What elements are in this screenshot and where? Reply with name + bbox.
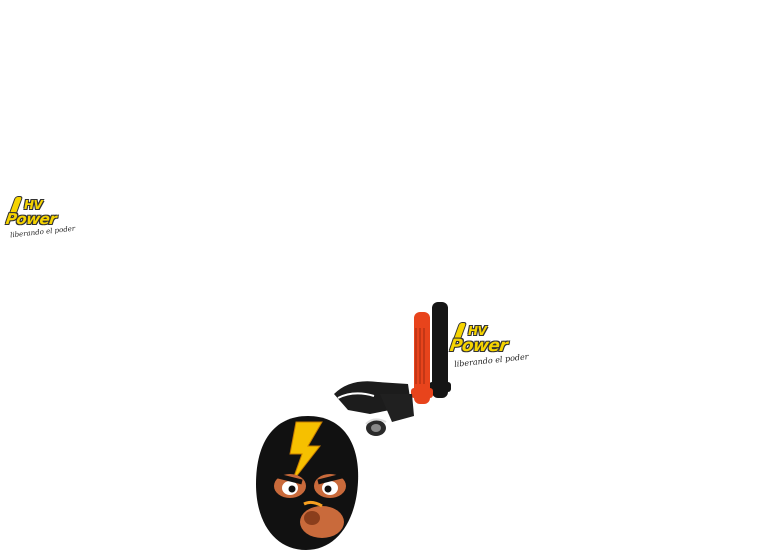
hv-power-logo-large: HV Power liberando el poder xyxy=(448,322,529,374)
logo-hv-text: HV xyxy=(24,198,43,212)
logo-power-text: Power xyxy=(4,210,58,228)
logo-hv-text: HV xyxy=(468,324,487,338)
throttle-grips-image xyxy=(334,302,451,436)
hv-power-logo-small: HV Power liberando el poder xyxy=(4,196,76,244)
luchador-mask-mascot xyxy=(256,416,359,550)
